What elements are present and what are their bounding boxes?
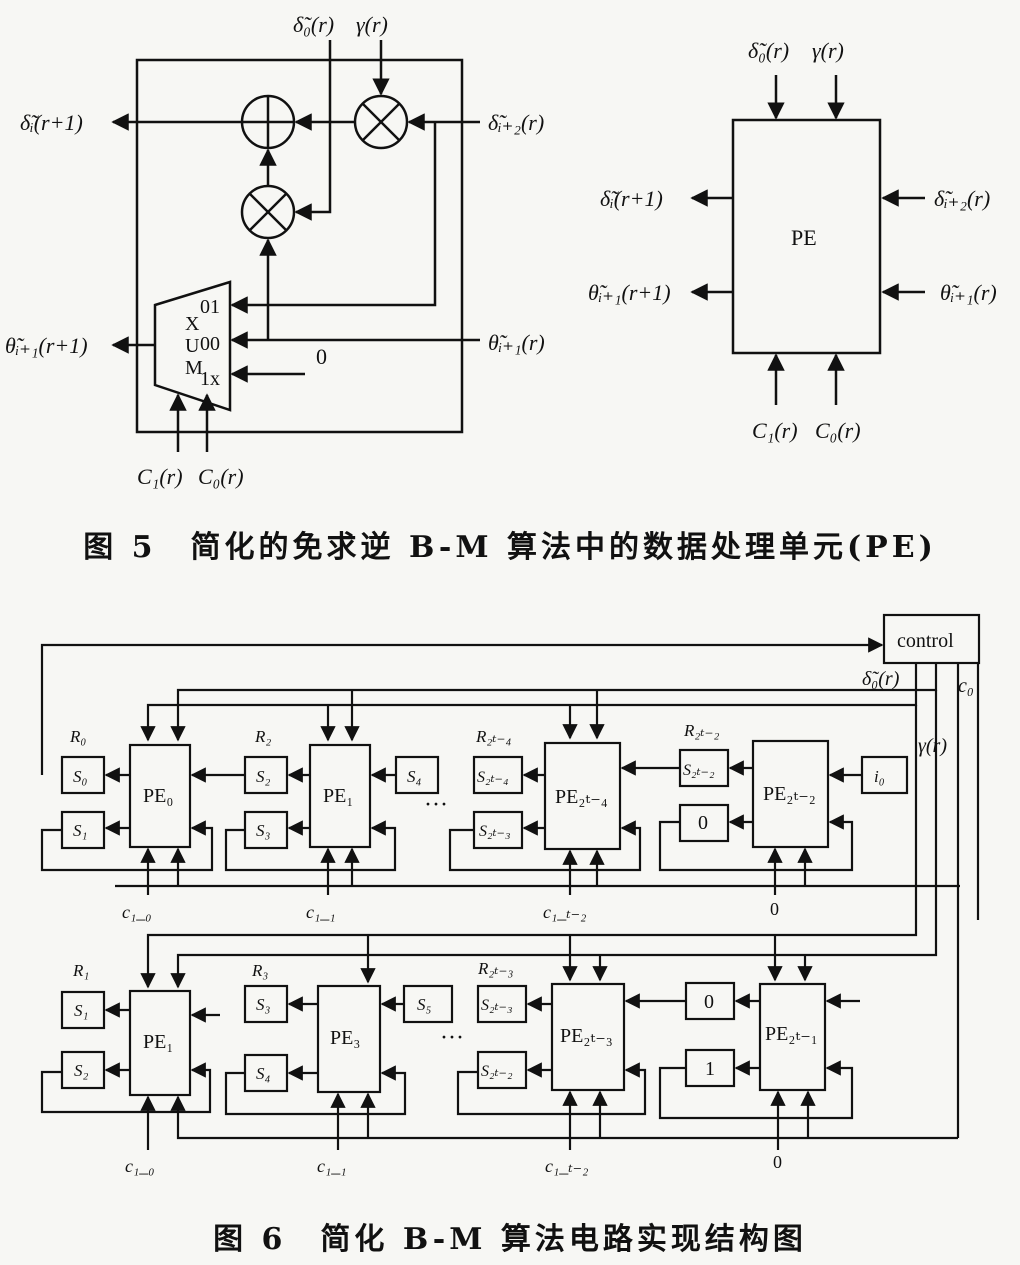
c-label: c₁_₀	[125, 1156, 155, 1176]
pe-block	[731, 118, 882, 355]
feedback-to-control	[40, 637, 884, 775]
reg-label: S₃	[256, 821, 271, 840]
reg-label: S₂ₜ₋₄	[477, 769, 509, 786]
r-label: R₂ₜ₋₃	[477, 959, 513, 978]
reg-label: S₂ₜ₋₃	[479, 823, 511, 840]
delta0-label: δ̃₀(r)	[862, 668, 900, 690]
r-label-in-theta: θ̃ᵢ₊₁(r)	[940, 280, 997, 305]
reg-label: S₁	[73, 821, 87, 840]
pe-internal-frame	[135, 58, 464, 434]
multiplier-top-symbol	[353, 94, 409, 150]
gamma-label: γ(r)	[918, 735, 947, 757]
reg-label: S₄	[407, 767, 422, 786]
pe-label: PE₂ₜ₋₄	[555, 786, 608, 808]
delta-i2-mux-wire	[230, 122, 437, 314]
r-label-out-theta: θ̃ᵢ₊₁(r+1)	[588, 280, 671, 305]
label-zero: 0	[316, 344, 327, 369]
fig5-left-labels: δ̃₀(r) γ(r) δ̃ᵢ(r+1) δ̃ᵢ₊₂(r) θ̃ᵢ₊₁(r+1)…	[5, 12, 545, 489]
row1-pe0	[128, 743, 192, 849]
label-in-theta: θ̃ᵢ₊₁(r)	[488, 330, 545, 355]
reg-label: i₀	[874, 767, 885, 786]
fig5-pe-block	[690, 75, 925, 405]
fig6-diagram	[40, 613, 981, 1150]
r-label-delta0: δ̃₀(r)	[748, 38, 789, 63]
r-label-c1: C₁(r)	[752, 418, 798, 443]
c-label: c₁_₀	[122, 902, 152, 922]
control-box	[882, 613, 981, 665]
r-label: R₁	[72, 961, 89, 980]
pe-label: PE₂ₜ₋₁	[765, 1023, 818, 1045]
r-label: R₂ₜ₋₄	[475, 727, 511, 746]
adder-symbol	[240, 94, 296, 150]
c0-label: c₀	[958, 675, 974, 697]
reg-label: S₀	[73, 767, 88, 786]
row1-pe2t2	[751, 739, 830, 849]
r-label: R₀	[69, 727, 86, 746]
delta0-wire	[294, 40, 332, 221]
mux-x: X	[185, 313, 200, 335]
row1-pe1	[308, 743, 372, 849]
pe-label: PE₁	[323, 785, 353, 807]
mux-u: U	[185, 335, 200, 357]
mux-1x: 1x	[200, 368, 220, 390]
mux-m: M	[185, 357, 203, 379]
reg-label: S₄	[256, 1064, 271, 1083]
c-label: 0	[770, 899, 779, 919]
mux-00: 00	[200, 333, 220, 355]
pe-label: PE₀	[143, 785, 173, 807]
reg-label: S₅	[417, 995, 432, 1014]
multiplier-mid-symbol	[240, 184, 296, 240]
reg-label: S₂	[256, 767, 271, 786]
c-label: c₁_₁	[317, 1156, 347, 1176]
reg-label: 0	[704, 991, 714, 1013]
mux-01: 01	[200, 296, 220, 318]
pe-label: PE₁	[143, 1031, 173, 1053]
fig6-labels: control δ̃₀(r) c₀ γ(r) ··· ··· PE₀ PE₁ P…	[69, 630, 974, 1176]
r-label-out-delta: δ̃ᵢ(r+1)	[600, 186, 663, 211]
fig5-right-labels: PE δ̃₀(r) γ(r) δ̃ᵢ(r+1) δ̃ᵢ₊₂(r) θ̃ᵢ₊₁(r…	[588, 38, 997, 443]
label-c1: C₁(r)	[137, 464, 183, 489]
reg-label: 0	[698, 812, 708, 834]
label-out-theta: θ̃ᵢ₊₁(r+1)	[5, 333, 88, 358]
reg-label: S₂	[74, 1061, 89, 1080]
reg-label: S₂ₜ₋₃	[481, 997, 513, 1014]
label-gamma: γ(r)	[356, 12, 388, 37]
c-label: c₁_₁	[306, 902, 336, 922]
reg-label: 1	[705, 1058, 715, 1080]
fig5-caption: 图 5 简化的免求逆 B-M 算法中的数据处理单元(PE)	[83, 530, 937, 565]
reg-label: S₂ₜ₋₂	[481, 1063, 513, 1080]
pe-label: PE	[791, 225, 817, 250]
c-label: c₁_ₜ₋₂	[543, 902, 586, 922]
r-label-in-delta: δ̃ᵢ₊₂(r)	[934, 186, 990, 211]
pe-label: PE₃	[330, 1027, 360, 1049]
reg-label: S₃	[256, 995, 271, 1014]
r-label-c0: C₀(r)	[815, 418, 861, 443]
label-in-delta-i2: δ̃ᵢ₊₂(r)	[488, 110, 544, 135]
c-label: c₁_ₜ₋₂	[545, 1156, 588, 1176]
ellipsis-row1: ···	[424, 792, 448, 818]
r-label: R₃	[251, 961, 268, 980]
label-delta0: δ̃₀(r)	[293, 12, 334, 37]
r-label: R₂	[254, 727, 271, 746]
reg-label: S₁	[74, 1001, 88, 1020]
fig5-pe-internal	[111, 40, 480, 452]
control-label: control	[897, 630, 954, 652]
label-c0: C₀(r)	[198, 464, 244, 489]
ellipsis-row2: ···	[440, 1025, 464, 1051]
row1-pe2t4	[543, 741, 622, 851]
pe-label: PE₂ₜ₋₃	[560, 1025, 613, 1047]
label-out-delta-i: δ̃ᵢ(r+1)	[20, 110, 83, 135]
pe-label: PE₂ₜ₋₂	[763, 783, 816, 805]
r-label: R₂ₜ₋₂	[683, 721, 719, 740]
mux-symbol	[153, 280, 232, 412]
reg-label: S₂ₜ₋₂	[683, 762, 715, 779]
fig6-caption: 图 6 简化 B-M 算法电路实现结构图	[213, 1222, 807, 1257]
c-label: 0	[773, 1152, 782, 1172]
delta0-bus	[140, 663, 918, 742]
row1-s0	[60, 755, 106, 795]
r-label-gamma: γ(r)	[812, 38, 844, 63]
mux-labels: X U M 01 00 1x	[185, 296, 220, 390]
